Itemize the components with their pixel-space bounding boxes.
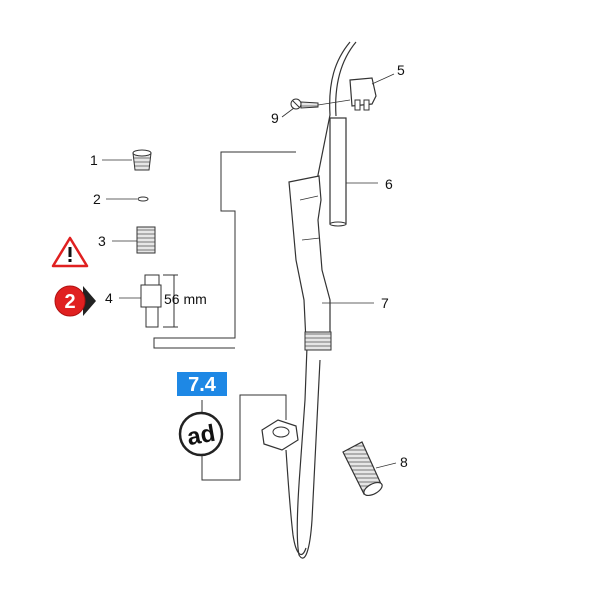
leader-5 <box>371 73 395 85</box>
service-badge-icon: ad <box>178 411 224 457</box>
part-7-holder-body <box>288 175 332 351</box>
callout-9: 9 <box>271 110 279 126</box>
warning-triangle-icon <box>51 236 89 268</box>
part-2-ring <box>137 196 149 202</box>
leader-9 <box>281 107 295 118</box>
part-6-probe-tube <box>329 117 347 227</box>
leader-8 <box>375 462 397 469</box>
callout-7: 7 <box>381 295 389 311</box>
callout-1: 1 <box>90 152 98 168</box>
tube-bend <box>285 449 307 556</box>
callout-4: 4 <box>105 290 113 306</box>
step-badge-icon: 2 <box>54 285 96 317</box>
capillary-tube-outer <box>335 41 357 117</box>
callout-6: 6 <box>385 176 393 192</box>
step-badge-label: 2 <box>64 291 75 313</box>
part-8-threaded-sleeve <box>342 441 383 497</box>
callout-2: 2 <box>93 191 101 207</box>
dimension-label: 56 mm <box>164 291 207 307</box>
parts-group-bracket <box>153 151 296 349</box>
part-5-sensor-head <box>349 77 377 111</box>
callout-5: 5 <box>397 62 405 78</box>
tube-nut <box>261 419 299 451</box>
part-4-valve-pin <box>140 274 178 328</box>
callout-3: 3 <box>98 233 106 249</box>
reference-leader-line <box>201 394 287 481</box>
part-1-nozzle-cap <box>132 149 152 171</box>
callout-8: 8 <box>400 454 408 470</box>
service-badge-label: ad <box>185 420 217 451</box>
part-9-screw <box>290 98 351 110</box>
section-reference-badge[interactable]: 7.4 <box>177 372 227 396</box>
section-reference-label: 7.4 <box>188 374 217 396</box>
part-3-spring <box>136 226 156 254</box>
